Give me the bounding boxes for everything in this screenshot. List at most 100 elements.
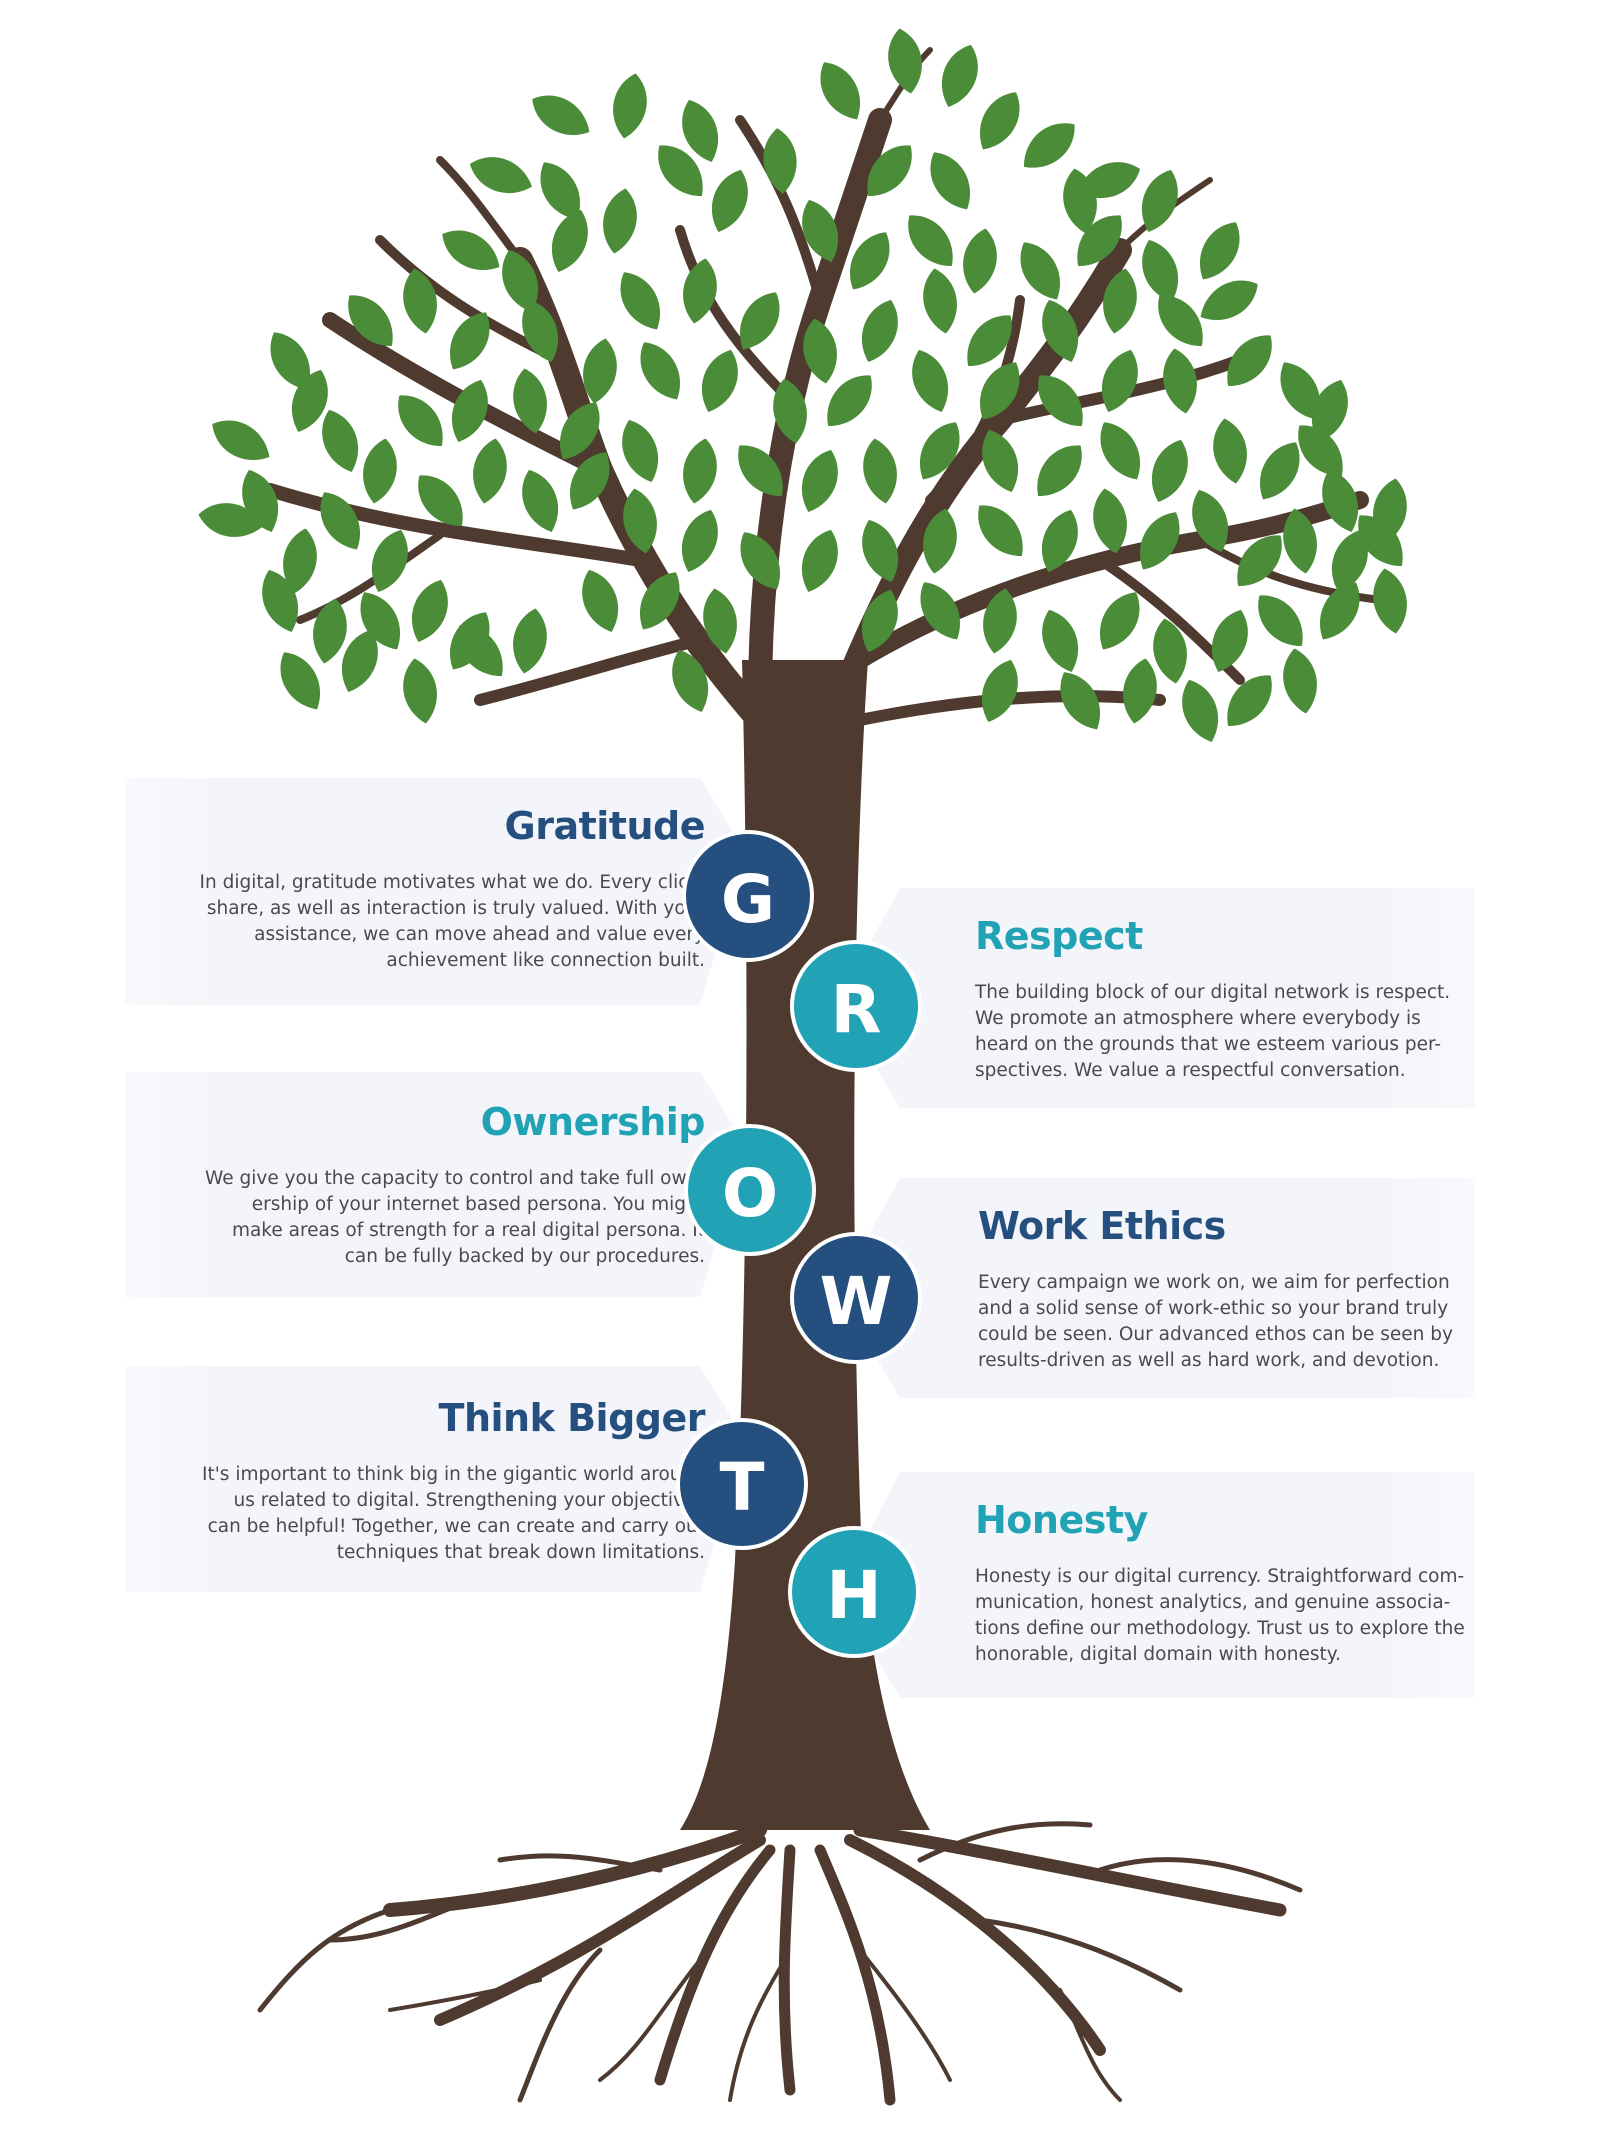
leaf [849,232,890,290]
leaf [1142,239,1179,302]
leaf [1259,442,1300,500]
leaf [551,209,588,272]
leaf [1093,488,1127,554]
value-panel-gratitude: Gratitude In digital, gratitude motivate… [80,780,706,1012]
leaf [639,572,680,630]
value-line: can be fully backed by our procedures. [344,1246,705,1267]
leaf [683,258,717,324]
leaf [1192,489,1229,552]
value-line: We give you the capacity to control and … [205,1168,705,1189]
value-line: can be helpful! Together, we can create … [207,1516,705,1537]
value-panel-work-ethics: Work Ethics Every campaign we work on, w… [978,1180,1578,1412]
leaf [1213,418,1247,484]
value-line: ership of your internet based persona. Y… [251,1194,705,1215]
leaf [740,532,781,590]
value-line: make areas of strength for a real digita… [231,1220,705,1241]
value-line: techniques that break down limitations. [336,1542,705,1563]
leaf [1283,508,1317,574]
leaf [1322,469,1359,532]
leaf [1331,529,1368,592]
leaf [941,44,978,107]
leaf [912,349,949,412]
leaf [1227,335,1272,387]
value-panel-ownership: Ownership We give you the capacity to co… [80,1076,705,1308]
leaf [613,73,647,139]
leaf [1358,515,1403,567]
leaf [280,652,321,710]
leaf [1077,215,1122,267]
leaf [212,420,270,461]
leaf [979,92,1020,150]
leaf [283,528,317,594]
leaf [682,99,719,162]
value-title: Think Bigger [438,1396,706,1440]
leaf [1123,658,1157,724]
leaf [701,349,738,412]
leaf [1038,375,1083,427]
leaf [603,188,637,254]
leaf [262,569,299,632]
leaf [291,369,328,432]
panel-bg-ownership [125,1072,745,1297]
leaf [1258,595,1303,647]
leaf [559,402,600,460]
leaf [1141,169,1178,232]
leaf [1280,362,1321,420]
tree-roots [257,1821,1303,2106]
leaf [1101,349,1138,412]
value-line: honorable, digital domain with honesty. [975,1644,1341,1665]
leaf [683,438,717,504]
leaf [411,579,448,642]
leaf [908,215,953,267]
leaf [1319,582,1360,640]
leaf [442,230,500,271]
leaf [967,315,1012,367]
leaf [711,169,748,232]
leaf [739,292,780,350]
value-line: It's important to think big in the gigan… [202,1464,705,1485]
value-line: heard on the grounds that we esteem vari… [975,1034,1442,1055]
leaf [1158,295,1203,347]
value-title: Work Ethics [978,1204,1226,1248]
leaf [1020,242,1061,300]
leaf [1041,509,1078,572]
value-line: spectives. We value a respectful convers… [975,1060,1406,1081]
letter-circle-r: R [790,940,922,1072]
leaf [341,629,378,692]
leaf [1283,648,1317,714]
leaf [320,492,361,550]
leaf [672,649,709,712]
value-title: Respect [975,914,1143,958]
value-line: In digital, gratitude motivates what we … [199,872,705,893]
value-line: share, as well as interaction is truly v… [206,898,705,919]
value-panel-respect: Respect The building block of our digita… [975,890,1575,1122]
letter-circle-g: G [682,830,814,962]
leaf [1060,672,1101,730]
leaf [862,519,899,582]
leaf [919,422,960,480]
leaf [582,569,619,632]
leaf [371,529,408,592]
letter-circle-o: O [684,1124,816,1256]
panel-bg-think-bigger [125,1366,745,1592]
leaf [622,419,659,482]
leaf [861,299,898,362]
leaf [640,342,681,400]
value-line: munication, honest analytics, and genuin… [975,1592,1451,1613]
leaf [801,449,838,512]
value-line: achievement like connection built. [386,950,705,971]
leaf [867,145,912,197]
leaf [1153,618,1187,684]
leaf [451,379,488,442]
leaf [583,338,617,404]
leaf [513,368,547,434]
leaf [1078,162,1141,199]
panel-backgrounds [125,778,1475,1698]
leaf [801,529,838,592]
leaf [532,95,590,136]
leaf [1182,679,1219,742]
leaf [930,152,971,210]
leaf [1099,592,1140,650]
leaf [983,588,1017,654]
value-line: us related to digital. Strengthening you… [233,1490,706,1511]
